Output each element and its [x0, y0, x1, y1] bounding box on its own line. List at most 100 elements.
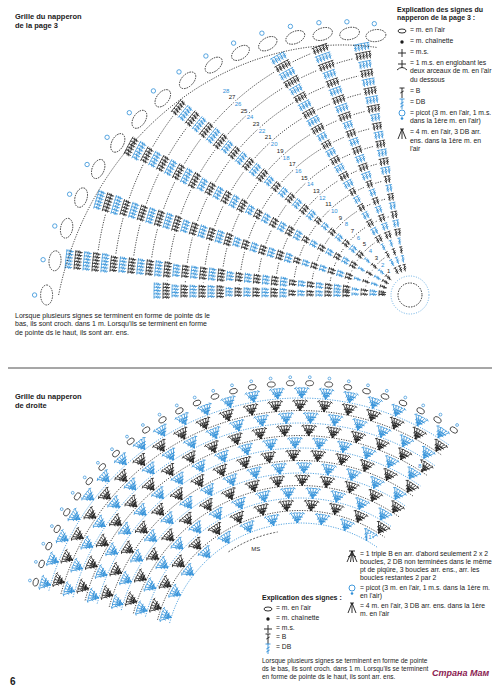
chain-loop [48, 250, 62, 271]
label-text: 8 [417, 463, 422, 469]
chain-loop [311, 25, 334, 43]
row-number: 25 [240, 108, 249, 114]
legend-item: = 1 triple B en arr. d'abord seulement 2… [360, 550, 492, 583]
picot [97, 461, 100, 464]
note-text: Lorsque plusieurs signes se terminent en… [15, 312, 215, 337]
chain-loop [229, 388, 238, 395]
label-text: Страна Мам [432, 668, 494, 679]
label-text: Grille du napperon de droite [15, 392, 89, 410]
picot [288, 24, 292, 28]
row-number: 18 [282, 155, 291, 161]
row-number: 4 [368, 248, 373, 254]
start-arc [228, 532, 277, 552]
picot [404, 396, 407, 399]
label-text: Explication des signes : [262, 594, 372, 602]
chain-loop [267, 381, 275, 387]
legend-item: = m. chaînette [276, 614, 342, 622]
row-number: 20 [270, 141, 279, 147]
picot [85, 162, 89, 166]
chain-loop [53, 524, 61, 534]
label-text: 21 [264, 134, 273, 140]
label-text: 18 [282, 155, 291, 161]
row-number: 5 [362, 241, 367, 247]
picot [422, 404, 425, 407]
legend-item: = m. en l'air [276, 604, 342, 612]
legend-item: = m.s. [276, 624, 342, 632]
symbol-stroke [398, 53, 406, 54]
row-number: 17 [288, 161, 297, 167]
chain-loop [38, 559, 46, 568]
legend-symbol [396, 98, 408, 110]
row-number: 21 [264, 134, 273, 140]
legend-text: = B [276, 633, 342, 641]
legend-text: = DB [410, 98, 493, 106]
chain-loop [62, 508, 71, 518]
picot-symbol [401, 117, 404, 120]
picot-symbol [399, 110, 405, 116]
symbol-stroke [400, 91, 403, 93]
legend-item: = m. en l'air [410, 26, 493, 34]
chain-loop [108, 131, 128, 154]
picot [204, 54, 208, 58]
legend-text: = DB [276, 643, 342, 651]
chain-loop [175, 407, 184, 415]
row-number: 14 [306, 181, 315, 187]
symbol-stroke [266, 647, 269, 649]
picot [111, 448, 114, 451]
picot [193, 396, 196, 399]
row-number: 8 [344, 221, 349, 227]
legend-text: = 4 m. en l'air, 3 DB arr. ens. dans la … [410, 128, 493, 152]
page-number: 6 [10, 676, 16, 688]
chain-symbol [398, 29, 406, 33]
chain-loop [362, 388, 371, 395]
row-number: 10 [330, 208, 339, 214]
note-text: Lorsque plusieurs signes se terminent en… [262, 657, 430, 680]
symbol-stroke [347, 551, 352, 562]
legend-symbol [396, 59, 408, 71]
chain-loop [256, 34, 279, 54]
picot [51, 525, 54, 528]
label-text: 27 [228, 94, 237, 100]
arc-symbol [397, 68, 407, 71]
symbol-stroke [266, 644, 271, 645]
outer-chain [59, 45, 378, 295]
picot [367, 384, 370, 387]
chain-loop [229, 42, 252, 63]
top-chart-grid [32, 20, 429, 314]
label-text: Lorsque plusieurs signes se terminent en… [15, 312, 215, 337]
slip-symbol [400, 40, 403, 43]
picot [127, 111, 131, 115]
chain-symbol [264, 607, 272, 611]
picot [385, 389, 388, 392]
label-text: 28 [222, 88, 231, 94]
picot [250, 380, 253, 383]
picot [231, 41, 235, 45]
chain-loop [306, 380, 314, 385]
symbol-stroke [400, 129, 404, 130]
stitches-blue [65, 42, 405, 298]
symbol-stroke [353, 555, 356, 557]
row-number: 7 [350, 228, 355, 234]
picot [29, 579, 32, 582]
legend-heading: Explication des signes : [262, 594, 372, 602]
legend-heading: Explication des signes du napperon de la… [397, 6, 493, 23]
label-text: 3 [374, 255, 379, 261]
row-number: 22 [258, 128, 267, 134]
picot-symbol [351, 592, 354, 595]
legend-symbol [262, 624, 274, 636]
chain-loop [416, 407, 425, 415]
chain-arcs [98, 53, 389, 286]
row-number: 1 [386, 268, 391, 274]
legend-symbol [262, 633, 274, 645]
picot [175, 404, 178, 407]
legend-symbol [396, 48, 408, 60]
label-text: 10 [330, 208, 339, 214]
symbol-stroke [268, 644, 269, 654]
legend-symbol [262, 614, 274, 626]
legend-text: = picot (3 m. en l'air, 1 m.s. dans la 1… [360, 584, 492, 600]
legend-symbol [346, 550, 358, 562]
legend-text: = m.s. [410, 48, 493, 56]
label-text: 25 [240, 108, 249, 114]
row-number: 24 [246, 114, 255, 120]
